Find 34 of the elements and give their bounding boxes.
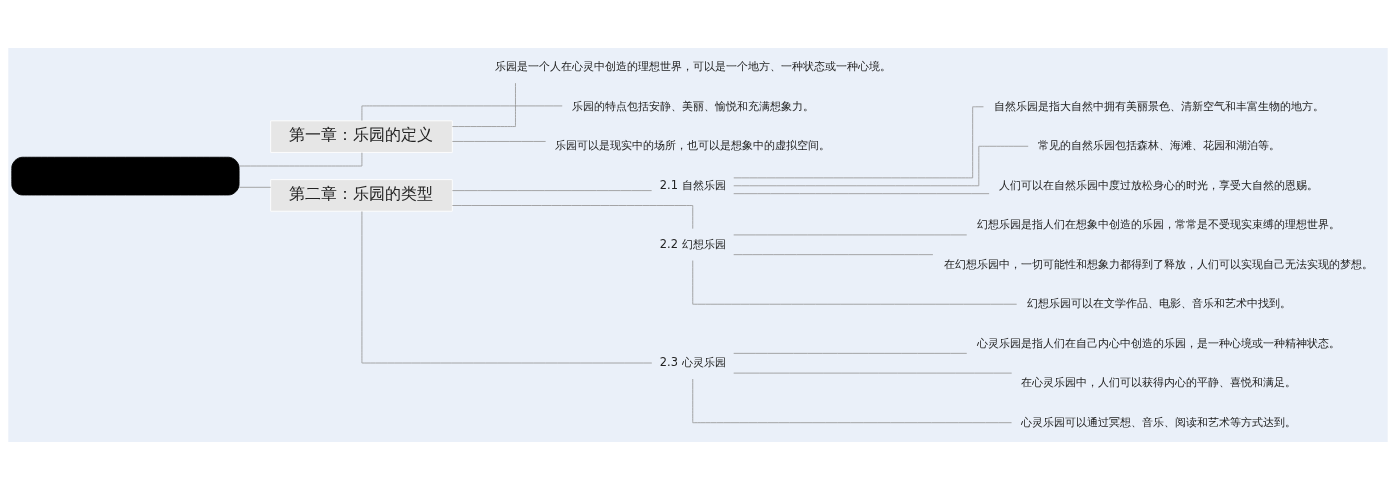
connector xyxy=(451,82,516,127)
connector xyxy=(733,145,1029,187)
connector xyxy=(733,254,934,256)
connector xyxy=(733,193,990,195)
connector xyxy=(452,141,547,142)
node-text: 乐园是一个人在心灵中创造的理想世界，可以是一个地方、一种状态或一种心境。 xyxy=(494,59,891,74)
node-text: 2.3 心灵乐园 xyxy=(659,355,726,370)
node-text: 人们可以在自然乐园中度过放松身心的时光，享受大自然的恩赐。 xyxy=(999,177,1319,192)
connector xyxy=(238,186,271,188)
node-text: 2.2 幻想乐园 xyxy=(659,236,726,251)
connector xyxy=(733,234,968,236)
node-text: 自然乐园是指大自然中拥有美丽景色、清新空气和丰富生物的地方。 xyxy=(993,98,1324,113)
connector xyxy=(692,378,1013,424)
node-text: 幻想乐园是指人们在想象中创造的乐园，常常是不受现实束缚的理想世界。 xyxy=(977,217,1341,232)
node-text: 乐园的特点包括安静、美丽、愉悦和充满想象力。 xyxy=(571,98,814,113)
connector xyxy=(733,352,968,354)
connector xyxy=(361,105,563,121)
connector xyxy=(452,190,653,192)
node-box: 第一章：乐园的定义 xyxy=(270,120,453,153)
node-text: 常见的自然乐园包括森林、海滩、花园和湖泊等。 xyxy=(1037,138,1280,153)
node-text: 在幻想乐园中，一切可能性和想象力都得到了释放，人们可以实现自己无法实现的梦想。 xyxy=(944,256,1374,271)
node-box: 第二章：乐园的类型 xyxy=(270,179,453,212)
node-box xyxy=(11,156,240,196)
node-text: 心灵乐园是指人们在自己内心中创造的乐园，是一种心境或一种精神状态。 xyxy=(977,335,1341,350)
connector xyxy=(733,372,1013,374)
connector xyxy=(452,205,694,230)
connector xyxy=(361,211,653,364)
node-text: 幻想乐园可以在文学作品、电影、音乐和艺术中找到。 xyxy=(1026,296,1291,311)
node-text: 2.1 自然乐园 xyxy=(659,177,726,192)
connector xyxy=(238,152,363,167)
node-text: 心灵乐园可以通过冥想、音乐、阅读和艺术等方式达到。 xyxy=(1021,414,1297,429)
node-text: 在心灵乐园中，人们可以获得内心的平静、喜悦和满足。 xyxy=(1021,375,1297,390)
node-text: 乐园可以是现实中的场所，也可以是想象中的虚拟空间。 xyxy=(555,138,831,153)
connector xyxy=(692,260,1018,305)
